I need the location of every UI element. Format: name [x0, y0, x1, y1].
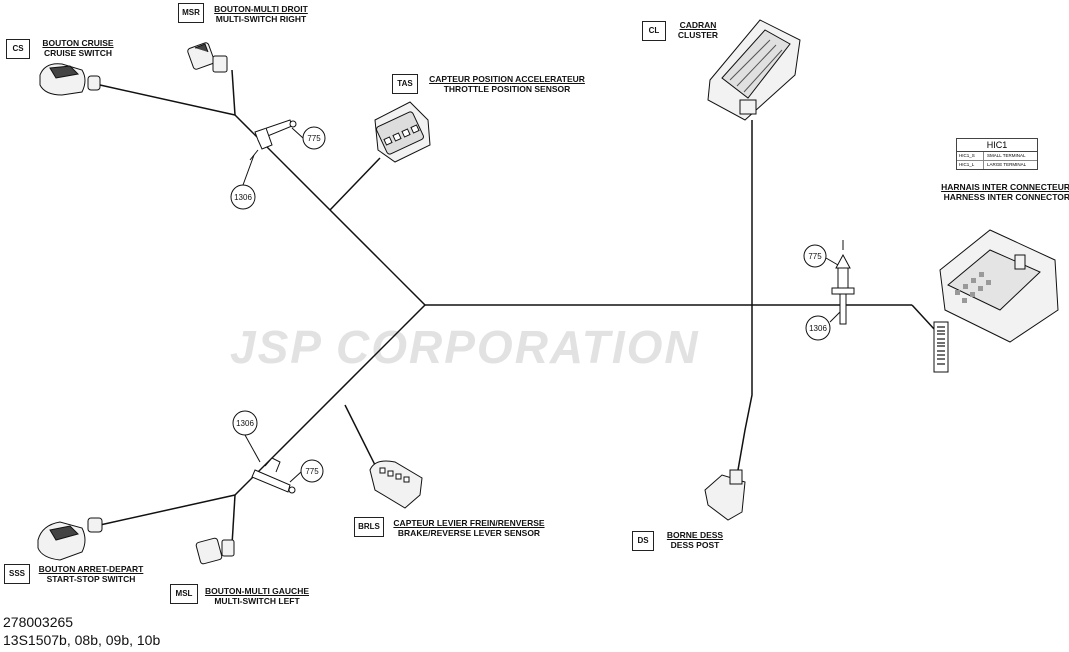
callout-775-bottom: [300, 459, 324, 483]
label-en: DESS POST: [670, 540, 720, 550]
hic-connector: [939, 229, 1059, 343]
label-fr: BOUTON-MULTI GAUCHE: [204, 586, 310, 596]
label-brake-reverse-lever-sensor: CAPTEUR LEVIER FREIN/RENVERSE BRAKE/REVE…: [384, 518, 554, 538]
wire-sss: [99, 494, 236, 526]
table-row: HIC1_L LARGE TERMINAL: [957, 161, 1037, 169]
callout-1306-bottom-text: 1306: [236, 419, 254, 428]
callout-775-top-text: 775: [307, 134, 321, 143]
callout-775-bottom-text: 775: [305, 467, 319, 476]
sss-connector: [37, 517, 103, 561]
wire-hic-lead: [911, 304, 936, 331]
cluster-connector: [707, 19, 801, 121]
table-row: HIC1_S SMALL TERMINAL: [957, 152, 1037, 161]
code-box-tas: TAS: [392, 74, 418, 94]
callout-1306-right-text: 1306: [809, 324, 827, 333]
wire-msr: [231, 69, 236, 116]
callout-1306-top-text: 1306: [234, 193, 252, 202]
callout-1306-right: [805, 315, 831, 341]
terminal-id: HIC1_S: [957, 152, 984, 160]
label-fr: CADRAN: [679, 20, 717, 30]
callout-775-right: [803, 244, 827, 268]
label-fr: CAPTEUR POSITION ACCELERATEUR: [429, 74, 585, 84]
wire-cruise: [99, 84, 236, 116]
label-cluster: CADRAN CLUSTER: [670, 20, 726, 40]
label-harness-inter-connector: HARNAIS INTER CONNECTEUR HARNESS INTER C…: [920, 182, 1069, 202]
wire-tas: [329, 157, 381, 211]
label-multi-switch-right: BOUTON-MULTI DROIT MULTI-SWITCH RIGHT: [206, 4, 316, 24]
barcode-label: [933, 321, 949, 373]
model-references: 13S1507b, 08b, 09b, 10b: [3, 632, 161, 648]
label-en: HARNESS INTER CONNECTOR: [943, 192, 1069, 202]
terminal-desc: SMALL TERMINAL: [987, 153, 1026, 158]
code-box-sss: SSS: [4, 564, 30, 584]
label-fr: BOUTON CRUISE: [42, 38, 114, 48]
terminal-desc: LARGE TERMINAL: [987, 162, 1027, 167]
code-box-ds: DS: [632, 531, 654, 551]
label-cruise-switch: BOUTON CRUISE CRUISE SWITCH: [36, 38, 120, 58]
label-dess-post: BORNE DESS DESS POST: [660, 530, 730, 550]
dess-post-connector: [704, 469, 746, 521]
watermark: JSP CORPORATION: [230, 321, 700, 373]
code-box-brls: BRLS: [354, 517, 384, 537]
label-fr: BOUTON-MULTI DROIT: [214, 4, 308, 14]
wire-msl: [231, 494, 236, 546]
label-en: CLUSTER: [677, 30, 719, 40]
brls-connector: [369, 460, 423, 509]
label-en: CRUISE SWITCH: [44, 48, 112, 58]
hic1-table-title: HIC1: [957, 139, 1037, 152]
label-fr: BOUTON ARRET-DEPART: [38, 564, 144, 574]
label-en: START-STOP SWITCH: [46, 574, 136, 584]
label-fr: BORNE DESS: [666, 530, 724, 540]
cruise-switch-connector: [39, 63, 101, 96]
code-box-cl: CL: [642, 21, 666, 41]
label-en: THROTTLE POSITION SENSOR: [443, 84, 571, 94]
clip-upper: [249, 119, 297, 161]
tas-connector: [374, 101, 431, 163]
msr-connector: [187, 42, 228, 73]
code-box-cs: CS: [6, 39, 30, 59]
msl-connector: [195, 537, 235, 565]
label-en: BRAKE/REVERSE LEVER SENSOR: [397, 528, 541, 538]
wire-cluster: [737, 120, 753, 471]
clip-lower: [251, 457, 296, 494]
callout-775-right-text: 775: [808, 252, 822, 261]
label-fr: HARNAIS INTER CONNECTEUR: [941, 182, 1069, 192]
label-start-stop-switch: BOUTON ARRET-DEPART START-STOP SWITCH: [32, 564, 150, 584]
label-en: MULTI-SWITCH RIGHT: [215, 14, 307, 24]
label-throttle-position-sensor: CAPTEUR POSITION ACCELERATEUR THROTTLE P…: [422, 74, 592, 94]
code-box-msr: MSR: [178, 3, 204, 23]
part-number: 278003265: [3, 614, 74, 630]
wire-lower-branch: [234, 304, 426, 496]
hic1-terminal-table: HIC1 HIC1_S SMALL TERMINAL HIC1_L LARGE …: [956, 138, 1038, 170]
clip-right: [831, 240, 855, 325]
code-box-msl: MSL: [170, 584, 198, 604]
label-multi-switch-left: BOUTON-MULTI GAUCHE MULTI-SWITCH LEFT: [198, 586, 316, 606]
terminal-id: HIC1_L: [957, 161, 984, 169]
label-en: MULTI-SWITCH LEFT: [214, 596, 300, 606]
label-fr: CAPTEUR LEVIER FREIN/RENVERSE: [393, 518, 545, 528]
